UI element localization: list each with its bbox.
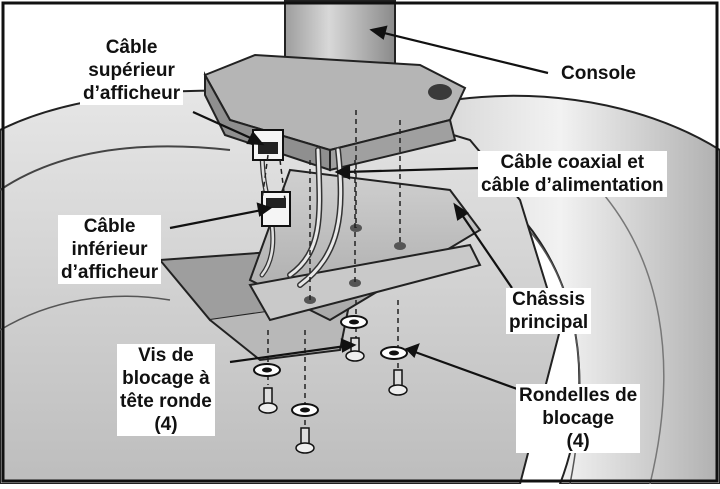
callout-coax-power-cable: Câble coaxial et câble d’alimentation — [478, 151, 667, 197]
lock-washer — [380, 346, 408, 360]
button-head-screw — [295, 427, 315, 454]
button-head-screw — [258, 387, 278, 414]
callout-main-frame: Châssis principal — [506, 288, 592, 334]
lock-washer — [291, 403, 319, 417]
leader-lines — [169, 25, 549, 392]
button-head-screw — [388, 369, 408, 396]
callout-upper-display-cable: Câble supérieur d’afficheur — [80, 36, 184, 105]
callout-lower-display-cable: Câble inférieur d’afficheur — [58, 215, 162, 284]
lock-washer — [253, 363, 281, 377]
button-head-screw — [345, 337, 365, 362]
callout-lock-washers: Rondelles de blocage (4) — [516, 384, 641, 453]
console-base-shroud — [203, 53, 467, 172]
lock-washer — [340, 315, 368, 329]
callout-button-head-screws: Vis de blocage à tête ronde (4) — [117, 344, 215, 436]
callout-console: Console — [558, 62, 639, 85]
